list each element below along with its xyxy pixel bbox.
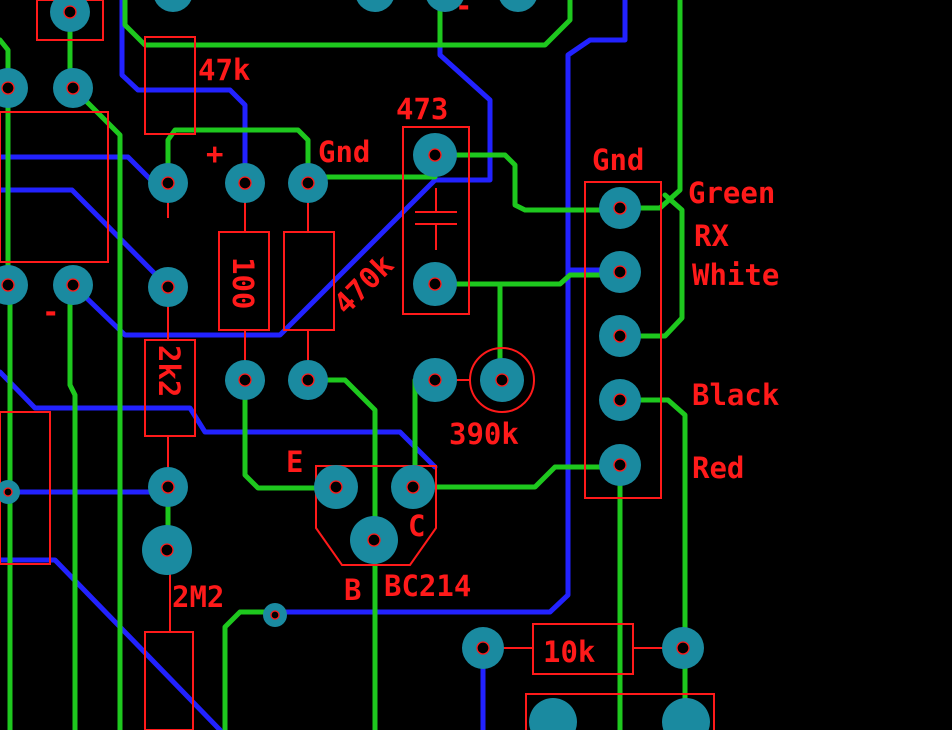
capacitor-symbol bbox=[415, 188, 457, 250]
top-trace[interactable] bbox=[432, 152, 623, 213]
top-trace[interactable] bbox=[222, 609, 273, 730]
connector-body bbox=[584, 181, 662, 499]
pad[interactable] bbox=[355, 0, 395, 12]
cap473-body bbox=[402, 126, 470, 315]
top-trace[interactable] bbox=[242, 377, 339, 491]
pad[interactable] bbox=[50, 0, 90, 32]
top-trace[interactable] bbox=[617, 397, 688, 651]
transistor-outline bbox=[315, 465, 437, 566]
cap473-label: 473 bbox=[396, 92, 448, 126]
r2k2-label: 2k2 bbox=[152, 345, 186, 397]
via[interactable] bbox=[263, 603, 287, 627]
connector-label-rx: RX bbox=[694, 219, 729, 253]
pad[interactable] bbox=[0, 480, 20, 504]
transistor-pin-b-label: B bbox=[344, 573, 361, 607]
connector-pad-5[interactable] bbox=[599, 444, 641, 486]
connector-pad-4[interactable] bbox=[599, 379, 641, 421]
top-trace[interactable] bbox=[617, 192, 685, 339]
pad[interactable] bbox=[662, 698, 710, 730]
top-trace[interactable] bbox=[67, 292, 78, 730]
r470k-body bbox=[283, 231, 335, 331]
top-trace[interactable] bbox=[165, 127, 311, 186]
bottom-trace[interactable] bbox=[0, 369, 438, 470]
transistor-pad-e[interactable] bbox=[314, 465, 358, 509]
pad[interactable] bbox=[148, 467, 188, 507]
r2m2-label: 2M2 bbox=[172, 580, 224, 614]
top-trace[interactable] bbox=[432, 272, 621, 287]
pad[interactable] bbox=[425, 0, 465, 12]
transistor-pad-b[interactable] bbox=[350, 516, 398, 564]
minus-marker-top: - bbox=[455, 0, 472, 23]
pad[interactable] bbox=[142, 525, 192, 575]
pad[interactable] bbox=[480, 358, 524, 402]
r470k-label: 470k bbox=[327, 248, 400, 321]
minus-marker-left: - bbox=[42, 295, 59, 329]
bottom-trace[interactable] bbox=[70, 0, 493, 338]
silk-outline bbox=[525, 693, 715, 730]
bottom-trace[interactable] bbox=[272, 0, 628, 615]
bottom-trace[interactable] bbox=[0, 187, 171, 290]
connector-label-white: White bbox=[692, 258, 779, 292]
pad[interactable] bbox=[462, 627, 504, 669]
pads-layer bbox=[0, 0, 710, 730]
pad[interactable] bbox=[413, 262, 457, 306]
top-trace[interactable] bbox=[410, 464, 623, 490]
top-trace[interactable] bbox=[70, 85, 123, 730]
r47k-body bbox=[144, 36, 196, 135]
pad[interactable] bbox=[413, 358, 457, 402]
pad[interactable] bbox=[0, 68, 28, 108]
bottom-trace[interactable] bbox=[119, 0, 248, 186]
silk-outline bbox=[0, 111, 109, 263]
pad[interactable] bbox=[225, 360, 265, 400]
connector-label-green: Green bbox=[688, 176, 775, 210]
bottom-trace[interactable] bbox=[0, 557, 223, 730]
silk-outline bbox=[36, 0, 104, 41]
silk-outline bbox=[0, 411, 51, 565]
pad[interactable] bbox=[0, 265, 28, 305]
r10k-label: 10k bbox=[543, 635, 595, 669]
pad[interactable] bbox=[498, 0, 538, 12]
pad[interactable] bbox=[53, 68, 93, 108]
pad[interactable] bbox=[288, 360, 328, 400]
pad[interactable] bbox=[225, 163, 265, 203]
pad[interactable] bbox=[53, 265, 93, 305]
r47k-label: 47k bbox=[198, 53, 250, 87]
gnd-label-left: Gnd bbox=[318, 135, 370, 169]
r390k-label: 390k bbox=[449, 417, 519, 451]
pad[interactable] bbox=[288, 163, 328, 203]
top-trace[interactable] bbox=[122, 0, 573, 48]
gnd-label-connector: Gnd bbox=[592, 143, 644, 177]
silkscreen-layer bbox=[0, 0, 715, 730]
connector-label-black: Black bbox=[692, 378, 779, 412]
r2k2-body bbox=[144, 339, 196, 437]
pad[interactable] bbox=[148, 267, 188, 307]
top-copper-layer bbox=[0, 0, 688, 730]
pad[interactable] bbox=[148, 163, 188, 203]
transistor-value-label: BC214 bbox=[384, 569, 471, 603]
connector-label-red: Red bbox=[692, 451, 744, 485]
plus-marker: + bbox=[206, 137, 223, 171]
connector-pad-3[interactable] bbox=[599, 315, 641, 357]
bottom-copper-layer bbox=[0, 0, 628, 730]
connector-pad-1[interactable] bbox=[599, 187, 641, 229]
transistor-pin-e-label: E bbox=[286, 445, 303, 479]
transistor-pin-c-label: C bbox=[408, 509, 425, 543]
r100-label: 100 bbox=[226, 257, 260, 309]
pad[interactable] bbox=[153, 0, 193, 12]
pad[interactable] bbox=[413, 133, 457, 177]
transistor-pad-c[interactable] bbox=[391, 465, 435, 509]
connector-pad-2[interactable] bbox=[599, 251, 641, 293]
pad[interactable] bbox=[662, 627, 704, 669]
pad[interactable] bbox=[529, 698, 577, 730]
